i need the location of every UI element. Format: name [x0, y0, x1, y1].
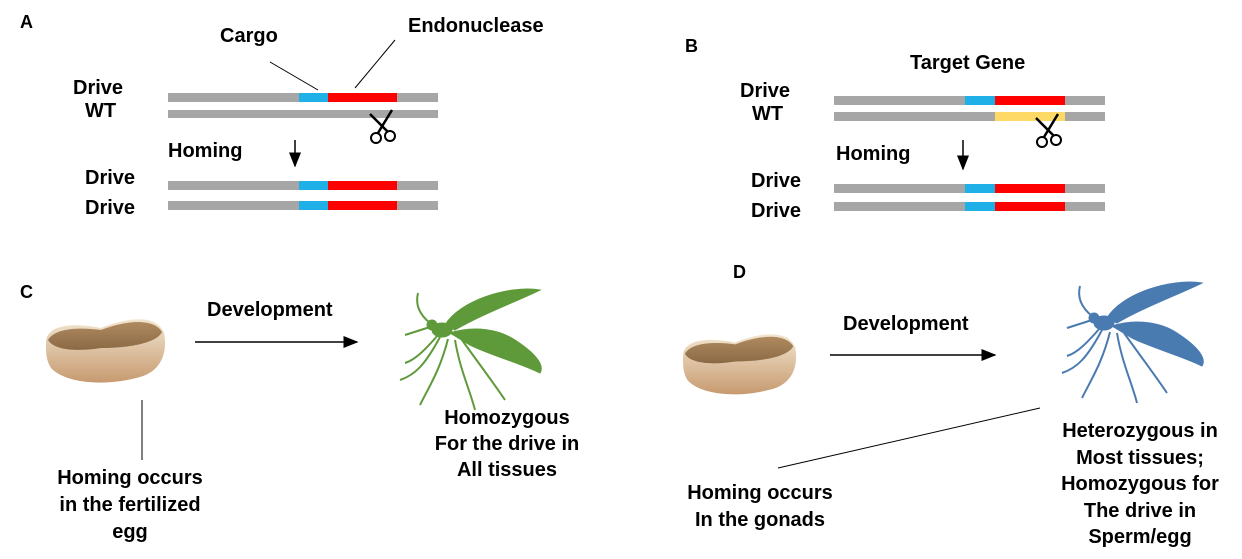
chromosome-b-drive [834, 96, 1105, 105]
chromosome-b-wt [834, 112, 1105, 121]
chromosome-a-wt [168, 110, 438, 118]
target-gene-label: Target Gene [910, 52, 1026, 74]
wt-label: WT [752, 103, 784, 125]
drive-label: Drive [740, 80, 791, 102]
panel-label-b: B [685, 36, 698, 56]
chromosome-b-result-2 [834, 202, 1105, 211]
panel-label-a: A [20, 12, 33, 32]
drive-label: Drive [751, 200, 802, 222]
chromosome-a-drive [168, 93, 438, 102]
gonad-pointer-line [777, 407, 1041, 469]
panel-label-d: D [733, 262, 746, 282]
drive-label: Drive [85, 167, 136, 189]
endonuclease-pointer-line [354, 39, 396, 89]
chromosome-b-result-1 [834, 184, 1105, 193]
egg-icon [683, 334, 797, 395]
homing-label: Homing [836, 143, 911, 165]
result-description: Heterozygous in Most tissues; Homozygous… [1061, 420, 1219, 548]
mosquito-green-icon [399, 288, 543, 411]
homing-description: Homing occurs In the gonads [687, 482, 833, 531]
drive-label: Drive [751, 170, 802, 192]
egg-icon [46, 319, 166, 383]
cargo-pointer-line [269, 61, 319, 91]
development-label: Development [843, 313, 969, 335]
panel-label-c: C [20, 282, 33, 302]
result-description: Homozygous For the drive in All tissues [434, 407, 580, 481]
chromosome-a-result-2 [168, 201, 438, 210]
endonuclease-label: Endonuclease [408, 15, 544, 37]
drive-label: Drive [85, 197, 136, 219]
wt-label: WT [85, 100, 117, 122]
homing-description: Homing occurs in the fertilized egg [57, 467, 203, 543]
development-label: Development [207, 299, 333, 321]
cargo-label: Cargo [220, 25, 278, 47]
drive-label: Drive [73, 77, 124, 99]
mosquito-blue-icon [1061, 281, 1205, 404]
homing-label: Homing [168, 140, 243, 162]
chromosome-a-result-1 [168, 181, 438, 190]
